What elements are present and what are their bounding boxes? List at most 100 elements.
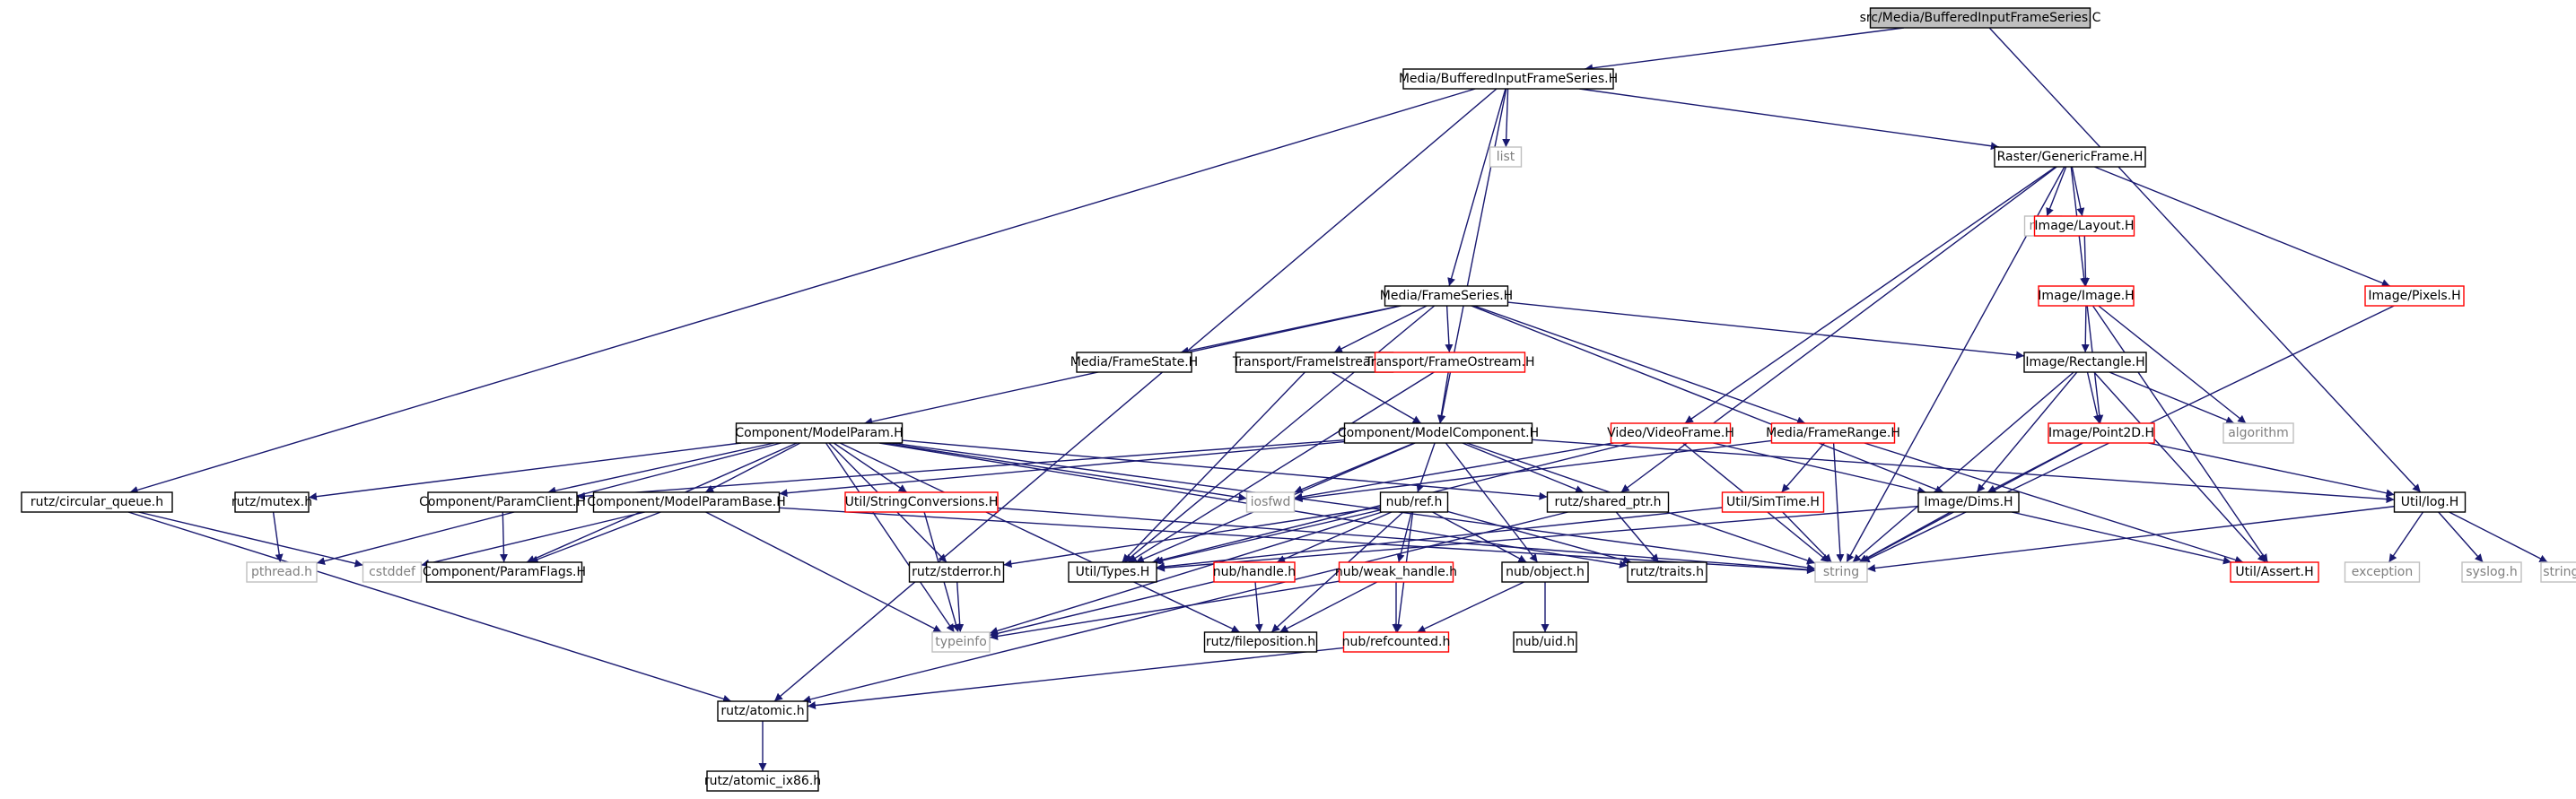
node-atomicix86[interactable]: rutz/atomic_ix86.h — [704, 770, 821, 792]
node-box — [1627, 561, 1707, 583]
node-refcounted[interactable]: nub/refcounted.h — [1342, 631, 1451, 653]
node-modelcomp[interactable]: Component/ModelComponent.H — [1338, 422, 1539, 444]
node-label: Util/Assert.H — [2235, 565, 2313, 579]
node-root[interactable]: src/Media/BufferedInputFrameSeries.C — [1860, 7, 2101, 29]
node-point2d[interactable]: Image/Point2D.H — [2048, 422, 2155, 444]
edge-modelparam-to-string — [891, 442, 1816, 572]
edge-circq-to-atomic — [127, 511, 732, 703]
node-box — [246, 561, 318, 583]
edge-modelparam-to-typeinfo — [825, 442, 956, 633]
node-label: rutz/mutex.h — [231, 495, 312, 509]
node-box — [2038, 285, 2135, 307]
edge-root-to-bifs — [1585, 27, 1904, 73]
node-label: Video/VideoFrame.H — [1607, 426, 1734, 440]
edge-modelparam-to-iosfwd — [883, 442, 1247, 501]
node-fostream[interactable]: Transport/FrameOstream.H — [1364, 352, 1535, 373]
node-label: Component/ParamFlags.H — [423, 565, 586, 579]
node-genframe[interactable]: Raster/GenericFrame.H — [1994, 146, 2146, 168]
edge-modelcomp-to-nubobject — [1445, 442, 1539, 563]
node-label: cstddef — [369, 565, 416, 579]
node-strconv[interactable]: Util/StringConversions.H — [844, 491, 999, 513]
node-dims[interactable]: Image/Dims.H — [1917, 491, 2020, 513]
node-image[interactable]: Image/Image.H — [2038, 285, 2135, 307]
node-stringh: string.h — [2540, 561, 2576, 583]
node-box — [1213, 561, 1296, 583]
node-types[interactable]: Util/Types.H — [1068, 561, 1157, 583]
edge-image-to-algorithm — [2098, 305, 2247, 424]
edge-handle-to-typeinfo — [989, 581, 1215, 638]
node-box — [1814, 561, 1868, 583]
node-label: exception — [2352, 565, 2413, 579]
node-label: nub/handle.h — [1213, 565, 1296, 579]
node-label: Util/log.H — [2401, 495, 2459, 509]
node-uid[interactable]: nub/uid.h — [1513, 631, 1577, 653]
node-layout[interactable]: Image/Layout.H — [2033, 215, 2135, 237]
node-frameseries[interactable]: Media/FrameSeries.H — [1380, 285, 1513, 307]
node-stderror[interactable]: rutz/stderror.h — [908, 561, 1005, 583]
edge-nubref-to-nubobject — [1432, 511, 1527, 563]
node-box — [1384, 285, 1509, 307]
node-circq[interactable]: rutz/circular_queue.h — [21, 491, 173, 513]
node-framestate[interactable]: Media/FrameState.H — [1070, 352, 1198, 373]
node-label: Image/Pixels.H — [2368, 289, 2460, 303]
edge-fostream-to-modelcomp — [1436, 371, 1449, 424]
node-sharedptr[interactable]: rutz/shared_ptr.h — [1546, 491, 1670, 513]
edge-bifs-to-atomic — [773, 88, 1498, 702]
node-label: rutz/shared_ptr.h — [1554, 495, 1661, 509]
node-label: Component/ModelParam.H — [735, 426, 903, 440]
node-utillog[interactable]: Util/log.H — [2393, 491, 2467, 513]
node-label: Util/Types.H — [1076, 565, 1150, 579]
node-modelparam[interactable]: Component/ModelParam.H — [735, 422, 904, 444]
edge-rectangle-to-string — [1852, 371, 2074, 563]
node-assert[interactable]: Util/Assert.H — [2230, 561, 2319, 583]
node-box — [1402, 68, 1614, 90]
node-paramclient[interactable]: Component/ParamClient.H — [419, 491, 586, 513]
node-exception: exception — [2344, 561, 2421, 583]
edge-bifs-to-list — [1502, 88, 1511, 148]
node-label: Media/FrameRange.H — [1766, 426, 1900, 440]
node-box — [1343, 422, 1533, 444]
node-paramflags[interactable]: Component/ParamFlags.H — [423, 561, 586, 583]
node-label: string — [1823, 565, 1859, 579]
node-rectangle[interactable]: Image/Rectangle.H — [2023, 352, 2147, 373]
node-simtime[interactable]: Util/SimTime.H — [1721, 491, 1825, 513]
edge-genframe-to-map — [2046, 166, 2067, 217]
edge-circq-to-cstddef — [138, 511, 363, 568]
node-weakhandle[interactable]: nub/weak_handle.h — [1335, 561, 1457, 583]
node-filepos[interactable]: rutz/fileposition.h — [1203, 631, 1318, 653]
node-nubobject[interactable]: nub/object.h — [1501, 561, 1589, 583]
node-mutex[interactable]: rutz/mutex.h — [231, 491, 312, 513]
node-box — [592, 491, 781, 513]
node-videoframe[interactable]: Video/VideoFrame.H — [1607, 422, 1734, 444]
file-nodes: src/Media/BufferedInputFrameSeries.C Medi… — [21, 7, 2576, 792]
edge-point2d-to-utillog — [2148, 442, 2395, 498]
node-box — [1501, 561, 1589, 583]
node-label: src/Media/BufferedInputFrameSeries.C — [1860, 11, 2101, 25]
edge-modelparam-to-paramclient — [547, 442, 774, 495]
node-box — [2461, 561, 2522, 583]
node-label: Media/FrameState.H — [1070, 355, 1198, 369]
edge-mparambase-to-cstddef — [421, 511, 645, 568]
node-nubref[interactable]: nub/ref.h — [1379, 491, 1449, 513]
node-fistream[interactable]: Transport/FrameIstream.H — [1232, 352, 1396, 373]
node-label: algorithm — [2228, 426, 2289, 440]
node-box — [2033, 215, 2135, 237]
node-atomic[interactable]: rutz/atomic.h — [717, 700, 808, 722]
node-pixels[interactable]: Image/Pixels.H — [2364, 285, 2465, 307]
node-box — [2023, 352, 2147, 373]
edge-strconv-to-string — [997, 507, 1816, 574]
node-list: list — [1489, 146, 1523, 168]
node-box — [2393, 491, 2467, 513]
edge-bifs-to-genframe — [1579, 88, 1999, 151]
node-traits[interactable]: rutz/traits.h — [1627, 561, 1707, 583]
node-string: string — [1814, 561, 1868, 583]
node-handle[interactable]: nub/handle.h — [1213, 561, 1296, 583]
node-box — [1374, 352, 1526, 373]
node-mparambase[interactable]: Component/ModelParamBase.H — [587, 491, 786, 513]
node-label: Image/Rectangle.H — [2025, 355, 2144, 369]
node-box — [1994, 146, 2146, 168]
edge-handle-to-filepos — [1254, 581, 1263, 633]
node-box — [1203, 631, 1318, 653]
node-bifs[interactable]: Media/BufferedInputFrameSeries.H — [1399, 68, 1618, 90]
node-framerange[interactable]: Media/FrameRange.H — [1766, 422, 1900, 444]
